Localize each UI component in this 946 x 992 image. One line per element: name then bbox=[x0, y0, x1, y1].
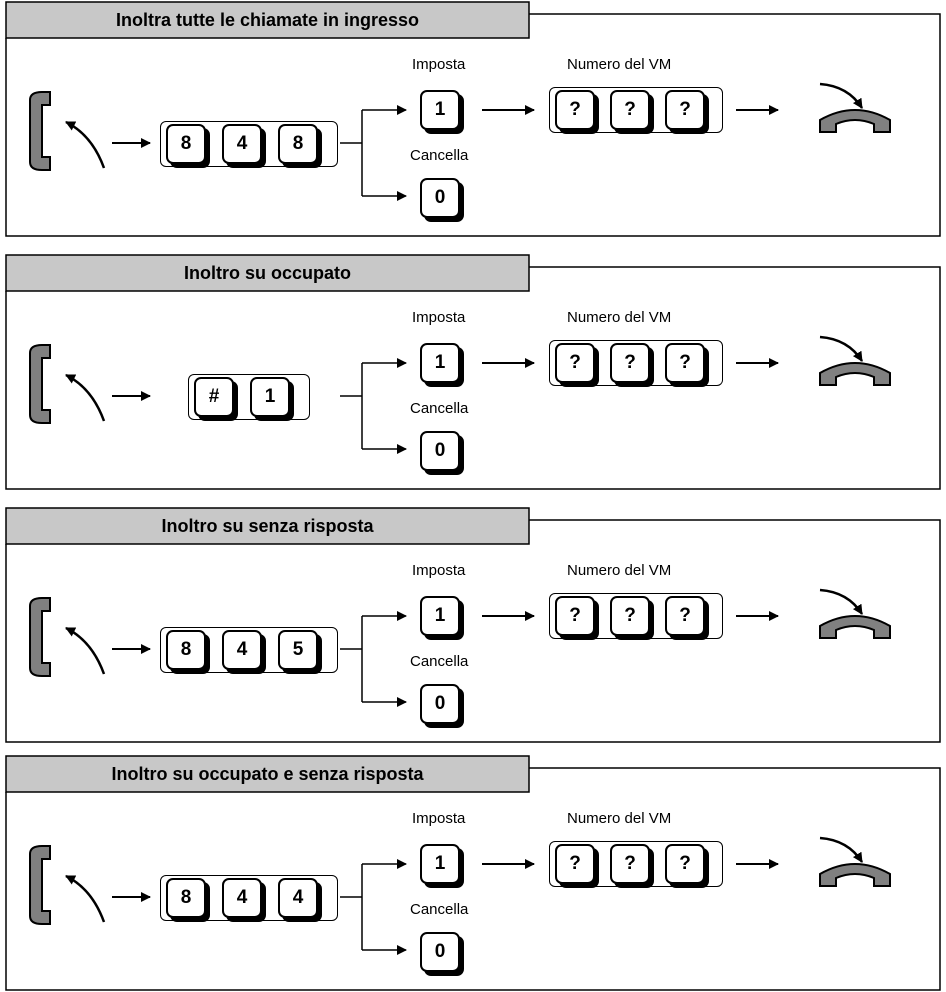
branch-connector bbox=[340, 611, 407, 707]
imposta-label: Imposta bbox=[412, 810, 466, 827]
forward-busy-panel: Inoltro su occupato Imposta Numero del V… bbox=[0, 253, 946, 491]
vm-key: ? bbox=[555, 90, 595, 130]
cancel-key: 0 bbox=[420, 684, 460, 724]
panel-title: Inoltro su senza risposta bbox=[161, 516, 374, 536]
forward-busy-no-answer-panel: Inoltro su occupato e senza risposta Imp… bbox=[0, 754, 946, 992]
imposta-label: Imposta bbox=[412, 309, 466, 326]
hang-up-arrow bbox=[819, 82, 864, 109]
vm-key: ? bbox=[665, 844, 705, 884]
set-key: 1 bbox=[420, 90, 460, 130]
handset-off-hook-icon bbox=[29, 597, 51, 677]
code-key: 8 bbox=[278, 124, 318, 164]
vm-key: ? bbox=[555, 844, 595, 884]
panel-border bbox=[5, 266, 941, 490]
cancella-label: Cancella bbox=[410, 901, 469, 918]
set-key: 1 bbox=[420, 844, 460, 884]
code-key: 4 bbox=[222, 878, 262, 918]
handset-off-hook-icon bbox=[29, 344, 51, 424]
title-tab bbox=[5, 755, 530, 793]
hang-up-arrow bbox=[819, 836, 864, 863]
panel-frame bbox=[5, 507, 941, 743]
cancel-key: 0 bbox=[420, 431, 460, 471]
panel-border bbox=[5, 13, 941, 237]
branch-connector bbox=[340, 105, 407, 201]
handset-on-hook-icon bbox=[819, 362, 891, 386]
lift-arrow bbox=[65, 874, 106, 923]
hang-up-arrow bbox=[819, 335, 864, 362]
code-key: 5 bbox=[278, 630, 318, 670]
vm-key: ? bbox=[665, 90, 705, 130]
panel-frame bbox=[5, 1, 941, 237]
panel-title: Inoltro su occupato bbox=[183, 263, 351, 283]
handset-on-hook-icon bbox=[819, 109, 891, 133]
code-key: # bbox=[194, 377, 234, 417]
vm-key: ? bbox=[555, 596, 595, 636]
cancella-label: Cancella bbox=[410, 400, 469, 417]
panel-border bbox=[5, 767, 941, 991]
code-key: 4 bbox=[278, 878, 318, 918]
imposta-label: Imposta bbox=[412, 56, 466, 73]
code-key: 4 bbox=[222, 124, 262, 164]
forward-all-panel: Inoltra tutte le chiamate in ingresso Im… bbox=[0, 0, 946, 238]
vm-key: ? bbox=[610, 596, 650, 636]
vm-key: ? bbox=[610, 844, 650, 884]
panel-title: Inoltro su occupato e senza risposta bbox=[111, 764, 424, 784]
handset-on-hook-icon bbox=[819, 863, 891, 887]
branch-connector bbox=[340, 358, 407, 454]
cancella-label: Cancella bbox=[410, 147, 469, 164]
panel-border bbox=[5, 519, 941, 743]
forward-no-answer-panel: Inoltro su senza risposta Imposta Numero… bbox=[0, 506, 946, 744]
vm-key: ? bbox=[665, 596, 705, 636]
panel-frame bbox=[5, 254, 941, 490]
handset-on-hook-icon bbox=[819, 615, 891, 639]
code-key: 1 bbox=[250, 377, 290, 417]
hang-up-arrow bbox=[819, 588, 864, 615]
lift-arrow bbox=[65, 120, 106, 169]
vm-key: ? bbox=[665, 343, 705, 383]
branch-connector bbox=[340, 859, 407, 955]
code-key: 8 bbox=[166, 630, 206, 670]
vm-key: ? bbox=[610, 90, 650, 130]
cancella-label: Cancella bbox=[410, 653, 469, 670]
title-tab bbox=[5, 254, 530, 292]
imposta-label: Imposta bbox=[412, 562, 466, 579]
code-key: 4 bbox=[222, 630, 262, 670]
handset-off-hook-icon bbox=[29, 91, 51, 171]
vm-key: ? bbox=[610, 343, 650, 383]
numero-vm-label: Numero del VM bbox=[567, 56, 672, 73]
handset-off-hook-icon bbox=[29, 845, 51, 925]
code-key: 8 bbox=[166, 878, 206, 918]
numero-vm-label: Numero del VM bbox=[567, 810, 672, 827]
title-tab bbox=[5, 1, 530, 39]
cancel-key: 0 bbox=[420, 178, 460, 218]
lift-arrow bbox=[65, 626, 106, 675]
lift-arrow bbox=[65, 373, 106, 422]
cancel-key: 0 bbox=[420, 932, 460, 972]
title-tab bbox=[5, 507, 530, 545]
numero-vm-label: Numero del VM bbox=[567, 309, 672, 326]
vm-key: ? bbox=[555, 343, 595, 383]
numero-vm-label: Numero del VM bbox=[567, 562, 672, 579]
set-key: 1 bbox=[420, 343, 460, 383]
panel-title: Inoltra tutte le chiamate in ingresso bbox=[115, 10, 420, 30]
set-key: 1 bbox=[420, 596, 460, 636]
code-key: 8 bbox=[166, 124, 206, 164]
panel-frame bbox=[5, 755, 941, 991]
